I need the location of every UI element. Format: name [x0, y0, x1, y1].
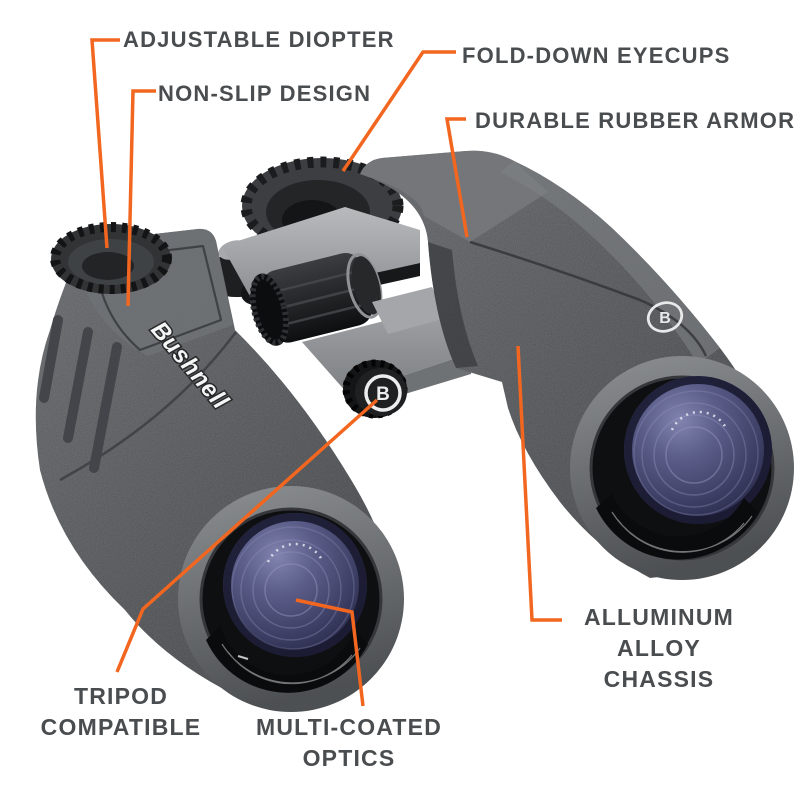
leader-alluminum-alloy-chassis	[516, 345, 562, 622]
tripod-badge-letter: B	[376, 384, 390, 405]
focus-wheel	[249, 252, 383, 346]
leader-lines	[90, 38, 562, 707]
left-objective-lens	[178, 486, 404, 712]
leader-non-slip-design	[126, 89, 156, 307]
callout-tripod-compatible: TRIPOD COMPATIBLE	[40, 683, 202, 740]
grip-slots	[39, 315, 122, 473]
right-barrel: B	[360, 150, 794, 580]
diopter-ring	[50, 222, 172, 294]
leader-adjustable-diopter	[90, 38, 120, 249]
tripod-mount-cap: B	[342, 359, 408, 419]
leader-fold-down-eyecups	[341, 50, 456, 172]
leader-multi-coated-optics	[295, 598, 365, 707]
callout-multi-coated-optics: MULTI-COATED OPTICS	[255, 714, 443, 771]
callout-alluminum-alloy-chassis: ALLUMINUM ALLOY CHASSIS	[583, 604, 735, 692]
callout-non-slip-design: NON-SLIP DESIGN	[158, 81, 372, 106]
callout-durable-rubber-armor: DURABLE RUBBER ARMOR	[475, 108, 796, 133]
callout-fold-down-eyecups: FOLD-DOWN EYECUPS	[462, 43, 731, 68]
chassis-hinge	[207, 207, 474, 410]
leader-durable-rubber-armor	[444, 117, 469, 238]
right-objective-lens	[570, 356, 794, 580]
brand-badge-icon: B	[646, 301, 684, 333]
svg-text:B: B	[659, 310, 671, 327]
leader-tripod-compatible	[115, 398, 379, 673]
callout-adjustable-diopter: ADJUSTABLE DIOPTER	[123, 27, 395, 52]
left-barrel: Bushnell	[35, 222, 404, 712]
